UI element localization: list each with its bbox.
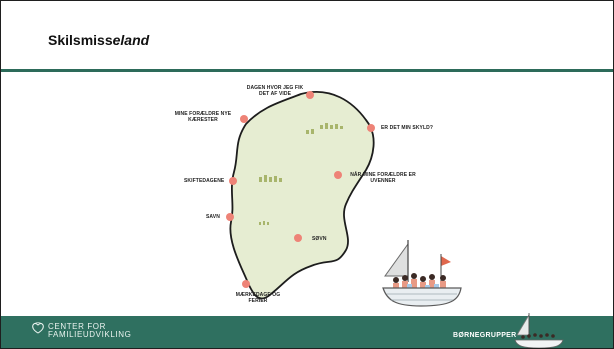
tent-cluster-middle <box>259 175 282 182</box>
brand-line-1: CENTER FOR <box>48 322 106 331</box>
label-skyld: ER DET MIN SKYLD? <box>381 125 433 131</box>
island-map <box>226 91 375 300</box>
map-markers <box>226 91 375 288</box>
heart-logo-icon <box>32 322 44 334</box>
marker-skyld <box>367 124 375 132</box>
brand-name: CENTER FOR FAMILIEUDVIKLING <box>48 323 131 339</box>
label-savn: SAVN <box>206 214 220 220</box>
marker-skiftedagene <box>229 177 237 185</box>
marker-maerkedage <box>242 280 250 288</box>
tent-cluster-top <box>306 123 343 134</box>
label-dagen: DAGEN HVOR JEG FIK DET AF VIDE <box>246 85 304 97</box>
marker-uvenner <box>334 171 342 179</box>
slide-footer <box>1 316 613 348</box>
boat-illustration <box>382 240 462 307</box>
title-italic: eland <box>112 32 150 48</box>
footer-boat-icon <box>514 313 564 348</box>
label-skiftedagene: SKIFTEDAGENE <box>184 178 225 184</box>
marker-dagen <box>306 91 314 99</box>
slide-title: Skilsmisseland <box>48 32 149 48</box>
marker-savn <box>226 213 234 221</box>
header-divider <box>1 69 613 72</box>
label-foraeldre: MINE FORÆLDRE NYE KÆRESTER <box>174 111 232 123</box>
brand-line-2: FAMILIEUDVIKLING <box>48 330 132 339</box>
label-uvenner: NÅR MINE FORÆLDRE ER UVENNER <box>350 172 416 184</box>
label-sovn: SØVN <box>312 236 327 242</box>
label-maerkedage: MÆRKEDAGE OG FERIER <box>235 292 281 304</box>
slide-header: Skilsmisseland <box>1 1 613 69</box>
marker-foraeldre <box>240 115 248 123</box>
groups-label: BØRNEGRUPPER <box>453 332 517 339</box>
title-plain: Skilsmiss <box>48 32 113 48</box>
tent-cluster-bottom <box>259 221 269 225</box>
island-shape <box>229 91 375 300</box>
marker-sovn <box>294 234 302 242</box>
